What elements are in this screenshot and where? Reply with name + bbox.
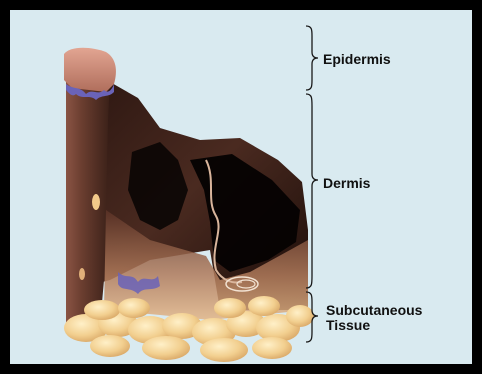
front-face-node-2 <box>79 268 85 280</box>
epidermis-brace <box>306 26 318 90</box>
dermis-label: Dermis <box>323 176 370 190</box>
subcutaneous-label-line1: Subcutaneous <box>326 303 422 317</box>
epidermis-layer <box>64 48 116 92</box>
front-face-node-1 <box>92 194 100 210</box>
epidermis-label: Epidermis <box>323 52 391 66</box>
diagram-panel: Epidermis Dermis Subcutaneous Tissue <box>10 10 472 364</box>
subcutaneous-label-line2: Tissue <box>326 318 370 332</box>
dermis-front-face <box>66 60 110 328</box>
